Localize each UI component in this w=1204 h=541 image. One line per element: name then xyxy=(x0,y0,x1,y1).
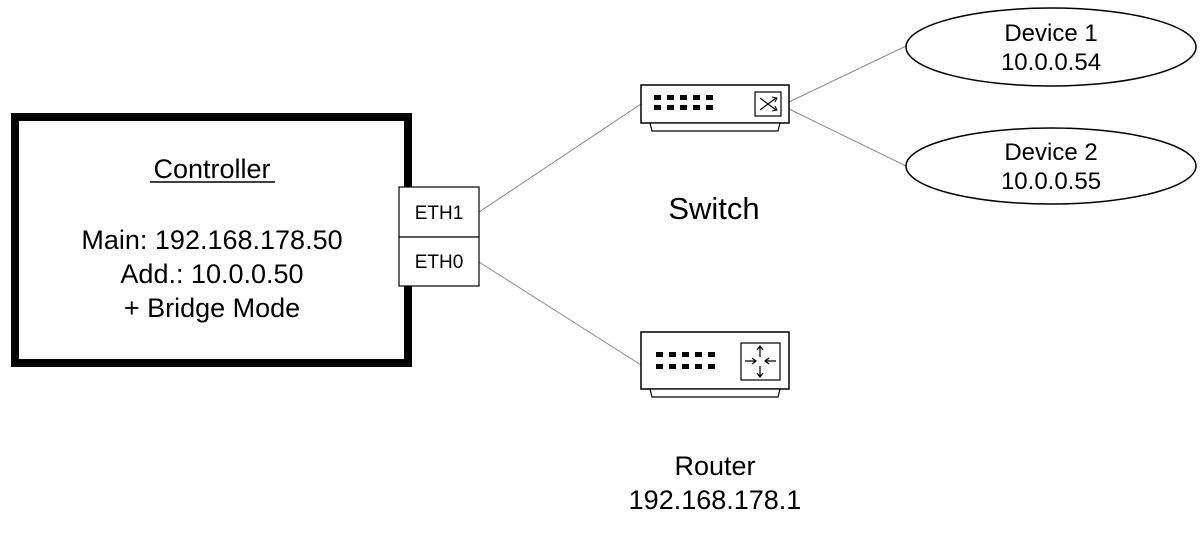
controller: Controller Main: 192.168.178.50 Add.: 10… xyxy=(11,113,412,367)
controller-box xyxy=(11,113,412,367)
link-switch-device2 xyxy=(788,108,907,167)
controller-title: Controller xyxy=(153,154,270,184)
switch-label: Switch xyxy=(668,191,759,226)
router-icon xyxy=(640,331,790,398)
device-2: Device 2 10.0.0.55 xyxy=(905,127,1197,205)
device-2-ellipse xyxy=(905,127,1197,205)
port-eth0 xyxy=(398,236,480,287)
device-1-ip: 10.0.0.54 xyxy=(1001,49,1101,76)
controller-ports: ETH1 ETH0 xyxy=(398,186,480,287)
device-2-name: Device 2 xyxy=(1004,139,1097,166)
router-ip: 192.168.178.1 xyxy=(629,485,802,515)
port-eth0-label: ETH0 xyxy=(415,252,464,273)
controller-mode: + Bridge Mode xyxy=(124,293,300,323)
controller-main-ip: Main: 192.168.178.50 xyxy=(81,225,342,255)
router-label: Router xyxy=(674,451,755,481)
device-1-ellipse xyxy=(905,7,1197,87)
port-eth1-label: ETH1 xyxy=(415,203,464,224)
connections xyxy=(478,45,907,366)
device-1: Device 1 10.0.0.54 xyxy=(905,7,1197,87)
link-eth1-switch xyxy=(478,103,642,213)
link-eth0-router xyxy=(478,261,642,366)
network-switch-icon xyxy=(640,84,790,132)
controller-additional-ip: Add.: 10.0.0.50 xyxy=(120,259,303,289)
device-1-name: Device 1 xyxy=(1004,20,1097,47)
link-switch-device1 xyxy=(788,45,907,103)
device-2-ip: 10.0.0.55 xyxy=(1001,168,1101,195)
